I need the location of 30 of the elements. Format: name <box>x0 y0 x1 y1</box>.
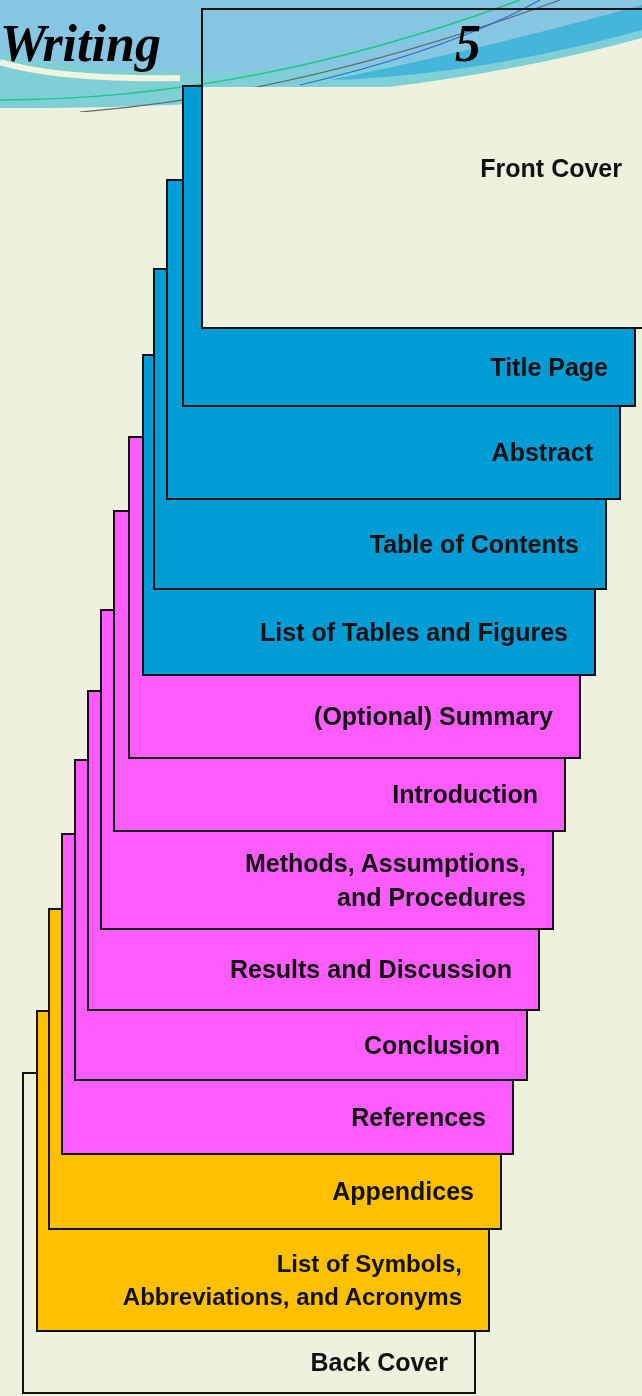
page-label: Table of Contents <box>369 528 579 560</box>
page-label: Front Cover <box>480 153 622 185</box>
page-box <box>87 930 540 1011</box>
page-box <box>48 1155 502 1230</box>
page-box <box>74 1011 528 1081</box>
page-label: Back Cover <box>310 1346 448 1378</box>
page-label: Results and Discussion <box>229 954 512 986</box>
page-box <box>201 8 642 329</box>
page-box <box>142 590 596 676</box>
page-label: Title Page <box>490 351 608 383</box>
page-box <box>113 759 566 832</box>
page-box <box>36 1230 490 1332</box>
page-number: 5 <box>455 18 481 70</box>
page-box <box>100 832 554 930</box>
page-box <box>128 676 581 759</box>
page-label: (Optional) Summary <box>314 701 553 733</box>
section-heading: Writing <box>0 18 161 70</box>
page-box <box>22 1332 476 1394</box>
page-label: Appendices <box>332 1176 474 1208</box>
page-label: List of Symbols, Abbreviations, and Acronyms <box>121 1248 462 1312</box>
page-label: Introduction <box>392 779 538 811</box>
page-label: Abstract <box>491 437 593 469</box>
page-box <box>61 1081 514 1155</box>
page-label: Conclusion <box>363 1029 500 1061</box>
page-box <box>153 500 607 590</box>
page-label: References <box>351 1101 486 1133</box>
page-label: Methods, Assumptions, and Procedures <box>243 847 526 913</box>
page-box <box>182 329 636 407</box>
page-box <box>166 407 621 500</box>
page-label: List of Tables and Figures <box>260 616 568 648</box>
